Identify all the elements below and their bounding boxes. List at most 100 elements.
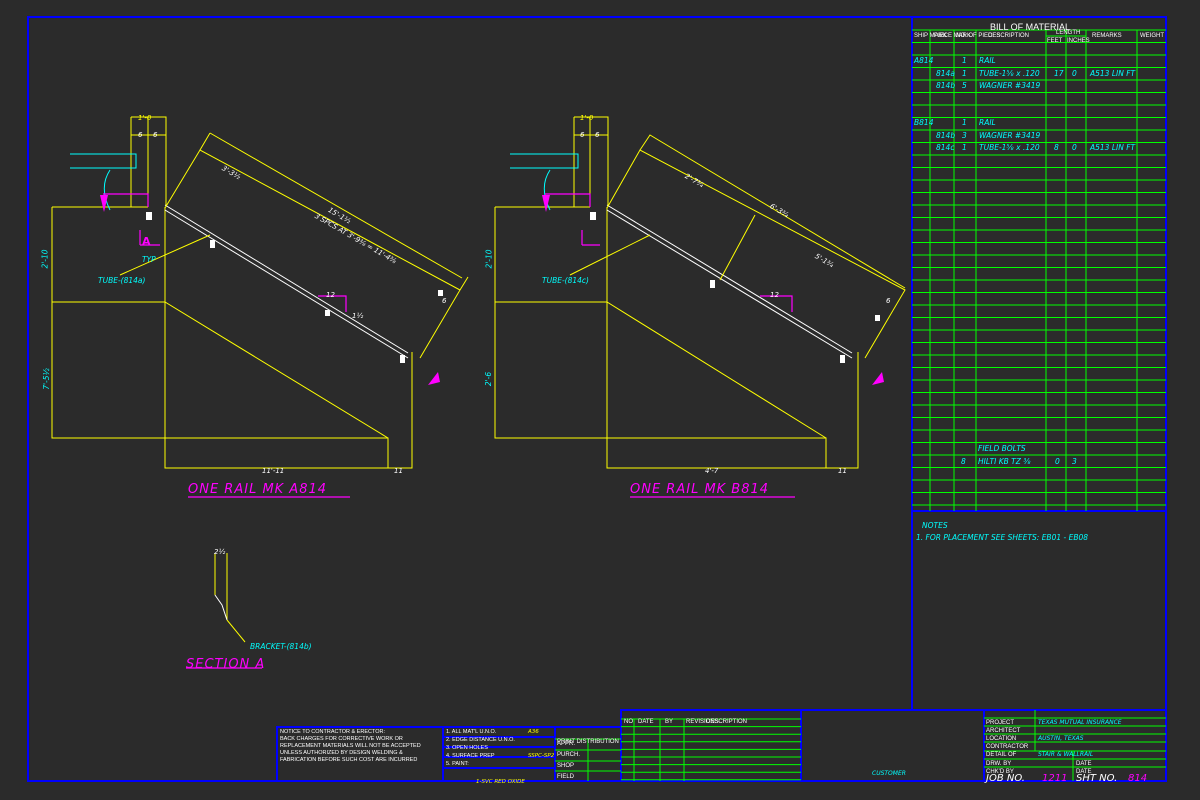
stair-outline-a bbox=[51, 207, 389, 468]
bom-row-3-desc: RAIL bbox=[979, 118, 996, 127]
title-block bbox=[276, 709, 1167, 782]
bracket-label: BRACKET-(814b) bbox=[250, 642, 312, 651]
dim-top-width-a: 1'-0 bbox=[138, 114, 152, 122]
bom-row-1-ft: 17 bbox=[1054, 69, 1064, 78]
bom-row-1-remarks: A513 LIN FT bbox=[1090, 69, 1136, 78]
dim-split-b1: 6 bbox=[580, 131, 585, 139]
dim-bottom-end-b: 11 bbox=[838, 467, 847, 475]
spec-line-4: 5. PAINT: bbox=[446, 761, 469, 767]
notice-line-3: UNLESS AUTHORIZED BY DESIGN WELDING & bbox=[280, 750, 403, 756]
bom-row-2-qty: 5 bbox=[962, 81, 967, 90]
view-a-title-text: ONE RAIL MK A814 bbox=[188, 482, 328, 497]
post-a bbox=[130, 116, 167, 207]
stair-stringer-b bbox=[495, 301, 827, 439]
arrow-a2 bbox=[428, 372, 440, 385]
drawn-label: DRW. BY bbox=[986, 761, 1012, 767]
dim-split-a2: 6 bbox=[153, 131, 158, 139]
dim-end-b: 6 bbox=[886, 297, 891, 305]
bom-row-1-piece: 814a bbox=[936, 69, 955, 78]
dist-item-0: APPR. bbox=[557, 741, 576, 747]
bom-row-4-piece: 814b bbox=[936, 131, 956, 140]
architect-label: ARCHITECT bbox=[986, 728, 1021, 734]
dim-left-upper-a: 2'-10 bbox=[40, 249, 50, 269]
stair-stringer-a bbox=[52, 301, 389, 439]
rev-header-3: DESCRIPTION bbox=[706, 719, 748, 725]
bom-row-2-piece: 814b bbox=[936, 81, 956, 90]
dim-slope-run-a: 1½ bbox=[352, 312, 364, 320]
notice-line-1: BACK CHARGES FOR CORRECTIVE WORK OR bbox=[280, 736, 403, 742]
section-tag-text: A bbox=[142, 235, 151, 248]
dim-left-lower-b: 2'-6 bbox=[484, 371, 494, 387]
bom-title: BILL OF MATERIAL bbox=[990, 22, 1071, 32]
dist-item-2: SHOP bbox=[557, 763, 575, 769]
job-label: JOB NO. bbox=[986, 773, 1025, 784]
view-a bbox=[51, 116, 469, 498]
notice-line-0: NOTICE TO CONTRACTOR & ERECTOR: bbox=[280, 729, 386, 735]
bom-row-5-in: 0 bbox=[1072, 143, 1077, 152]
detail-label: DETAIL OF bbox=[986, 752, 1017, 758]
notes-item-1: 1. FOR PLACEMENT SEE SHEETS: EB01 - EB08 bbox=[916, 533, 1089, 542]
dim-bottom-a: 11'-11 bbox=[262, 467, 285, 475]
dim-left-upper-b: 2'-10 bbox=[484, 249, 494, 269]
handrail-b bbox=[606, 204, 853, 359]
tube-label-a: TUBE-(814a) bbox=[98, 270, 145, 288]
bom-header-1: PIECE MARK bbox=[934, 33, 972, 39]
rev-header-1: DATE bbox=[638, 719, 654, 725]
rev-header-2: BY bbox=[665, 719, 674, 725]
bom-row-4-desc: WAGNER #3419 bbox=[979, 131, 1041, 140]
typ-label: TYP bbox=[142, 249, 156, 267]
project-label: PROJECT bbox=[986, 720, 1015, 726]
field-bolts-desc: HILTI KB TZ ⅜ bbox=[978, 457, 1031, 466]
view-b bbox=[494, 116, 906, 498]
spec-line-3: 4. SURFACE PREP bbox=[446, 753, 495, 759]
bom-header-4: FEET bbox=[1047, 38, 1063, 44]
dim-end-a: 6 bbox=[442, 297, 447, 305]
dim-split-b2: 6 bbox=[595, 131, 600, 139]
arrow-a1 bbox=[100, 195, 108, 212]
stair-base-b bbox=[495, 206, 859, 469]
stair-base-a bbox=[52, 206, 413, 469]
notice-line-4: FABRICATION BEFORE SUCH COST ARE INCURRE… bbox=[280, 757, 418, 763]
sheet-label: SHT NO. bbox=[1076, 773, 1118, 784]
dim-bottom-end-a: 11 bbox=[394, 467, 403, 475]
bom-header-length: LENGTH bbox=[1056, 30, 1081, 36]
field-bolts-qty: 8 bbox=[961, 457, 966, 466]
checked-label: CHK'D BY bbox=[986, 769, 1014, 775]
date-label-2: DATE bbox=[1076, 769, 1092, 775]
bom-row-0-ship: A814 bbox=[914, 56, 934, 65]
job-number: 1211 bbox=[1042, 773, 1068, 784]
bom-row-1-in: 0 bbox=[1072, 69, 1077, 78]
spec-line-0: 1. ALL MAT'L U.N.O. bbox=[446, 729, 497, 735]
bom-row-1-qty: 1 bbox=[962, 69, 967, 78]
rail-dim-box-b bbox=[606, 149, 906, 359]
rev-header-0: NO bbox=[624, 719, 633, 725]
section-tag-a: A bbox=[142, 232, 151, 250]
bom-row-2-desc: WAGNER #3419 bbox=[979, 81, 1041, 90]
spec-line-1: 2. EDGE DISTANCE U.N.O. bbox=[446, 737, 515, 743]
wall-bracket-a bbox=[70, 153, 137, 169]
revisions-title: REVISIONS bbox=[686, 719, 719, 725]
contractor-label: CONTRACTOR bbox=[986, 744, 1029, 750]
location-label: LOCATION bbox=[986, 736, 1017, 742]
field-bolts-ft: 0 bbox=[1055, 457, 1060, 466]
sheet-number: 814 bbox=[1128, 773, 1148, 784]
detail-value: STAIR & WALLRAIL bbox=[1038, 751, 1094, 758]
bom-row-5-desc: TUBE-1⅝ x .120 bbox=[979, 143, 1040, 152]
post-b bbox=[573, 116, 609, 207]
handrail-a bbox=[164, 204, 409, 359]
spec-value-3: SSPC-SP2 bbox=[528, 753, 555, 759]
rail-dim-box-a bbox=[164, 149, 461, 359]
dist-item-3: FIELD bbox=[557, 774, 575, 780]
tube-label-a-text: TUBE-(814a) bbox=[98, 276, 146, 285]
bom-header-0: SHIP MARK bbox=[914, 33, 947, 39]
bom-row-1-desc: TUBE-1⅝ x .120 bbox=[979, 69, 1040, 78]
bom-row-3-ship: B814 bbox=[914, 118, 934, 127]
arrow-b2 bbox=[872, 372, 884, 385]
bom-row-5-remarks: A513 LIN FT bbox=[1090, 143, 1136, 152]
section-a-detail bbox=[186, 553, 262, 669]
bom-header-3: DESCRIPTION bbox=[988, 33, 1030, 39]
section-a-title: SECTION A bbox=[186, 657, 266, 672]
stair-outline-b bbox=[494, 207, 827, 468]
bom-row-5-ft: 8 bbox=[1054, 143, 1059, 152]
